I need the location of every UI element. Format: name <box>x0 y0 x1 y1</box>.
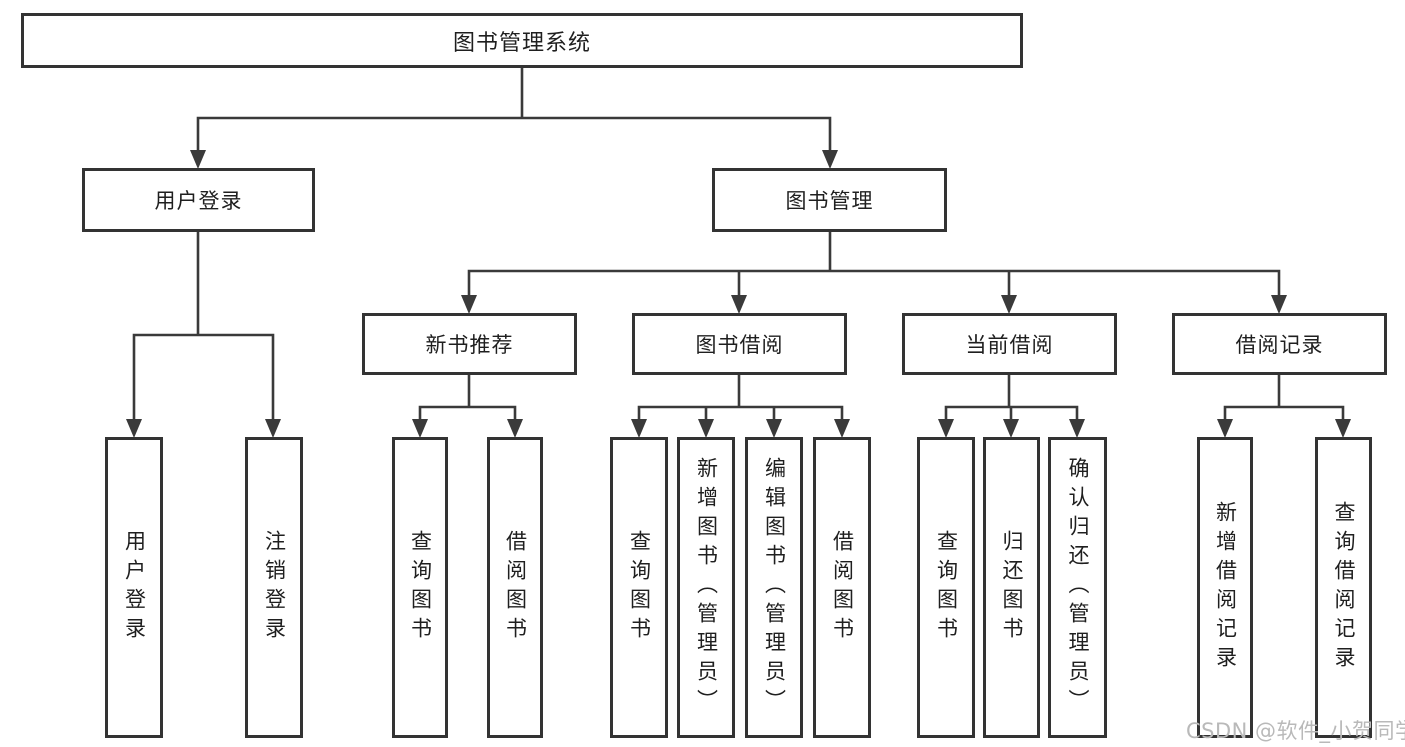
leaf-edit-books-admin-label: 编辑图书（管理员） <box>762 457 787 718</box>
leaf-confirm-return-admin-label: 确认归还（管理员） <box>1066 457 1090 718</box>
connector-user-login-to-leaves <box>126 230 281 438</box>
new-book-recommend-label: 新书推荐 <box>425 333 514 357</box>
leaf-box-return-books: 归还图书 <box>983 437 1040 738</box>
leaf-box-user-login: 用户登录 <box>105 437 163 738</box>
leaf-box-query-books-borrowing: 查询图书 <box>610 437 668 738</box>
book-borrowing-label: 图书借阅 <box>695 333 784 357</box>
leaf-borrow-books-recommend-label: 借阅图书 <box>503 529 528 646</box>
node-box-borrow-records: 借阅记录 <box>1172 313 1387 375</box>
leaf-add-borrow-record-label: 新增借阅记录 <box>1213 500 1238 675</box>
leaf-box-query-books-current: 查询图书 <box>917 437 975 738</box>
leaf-query-borrow-record-label: 查询借阅记录 <box>1332 500 1356 675</box>
connector-borrow-records-to-leaves <box>1217 373 1351 438</box>
leaf-query-books-recommend-label: 查询图书 <box>408 529 433 646</box>
leaf-box-query-books-recommend: 查询图书 <box>392 437 448 738</box>
leaf-user-login-label: 用户登录 <box>122 529 147 646</box>
leaf-box-edit-books-admin: 编辑图书（管理员） <box>745 437 803 738</box>
current-borrowing-label: 当前借阅 <box>965 333 1054 357</box>
connector-current-borrow-to-leaves <box>938 373 1085 438</box>
leaf-query-books-current-label: 查询图书 <box>934 529 959 646</box>
leaf-box-logout: 注销登录 <box>245 437 303 738</box>
leaf-box-confirm-return-admin: 确认归还（管理员） <box>1048 437 1107 738</box>
node-box-system-root: 图书管理系统 <box>21 13 1023 68</box>
connector-new-book-to-leaves <box>412 373 523 438</box>
leaf-logout-label: 注销登录 <box>262 529 287 646</box>
leaf-box-add-books-admin: 新增图书（管理员） <box>677 437 735 738</box>
node-box-book-borrowing: 图书借阅 <box>632 313 847 375</box>
leaf-borrow-books-borrowing-label: 借阅图书 <box>830 529 855 646</box>
leaf-box-add-borrow-record: 新增借阅记录 <box>1197 437 1253 738</box>
leaf-return-books-label: 归还图书 <box>1000 529 1024 646</box>
connector-book-management-to-level3 <box>461 230 1287 314</box>
leaf-add-books-admin-label: 新增图书（管理员） <box>694 457 719 718</box>
csdn-watermark: CSDN @软件_小贺同学 <box>1186 719 1405 743</box>
user-login-label: 用户登录 <box>154 189 243 213</box>
book-management-label: 图书管理 <box>785 189 874 213</box>
leaf-box-borrow-books-borrowing: 借阅图书 <box>813 437 871 738</box>
leaf-box-query-borrow-record: 查询借阅记录 <box>1315 437 1372 738</box>
system-root-label: 图书管理系统 <box>452 30 591 56</box>
node-box-new-book-recommend: 新书推荐 <box>362 313 577 375</box>
connector-root-to-level2 <box>190 66 838 169</box>
leaf-query-books-borrowing-label: 查询图书 <box>627 529 652 646</box>
node-box-book-management: 图书管理 <box>712 168 947 232</box>
leaf-box-borrow-books-recommend: 借阅图书 <box>487 437 543 738</box>
node-box-current-borrowing: 当前借阅 <box>902 313 1117 375</box>
borrow-records-label: 借阅记录 <box>1235 333 1324 357</box>
connector-book-borrow-to-leaves <box>631 373 850 438</box>
node-box-user-login: 用户登录 <box>82 168 315 232</box>
